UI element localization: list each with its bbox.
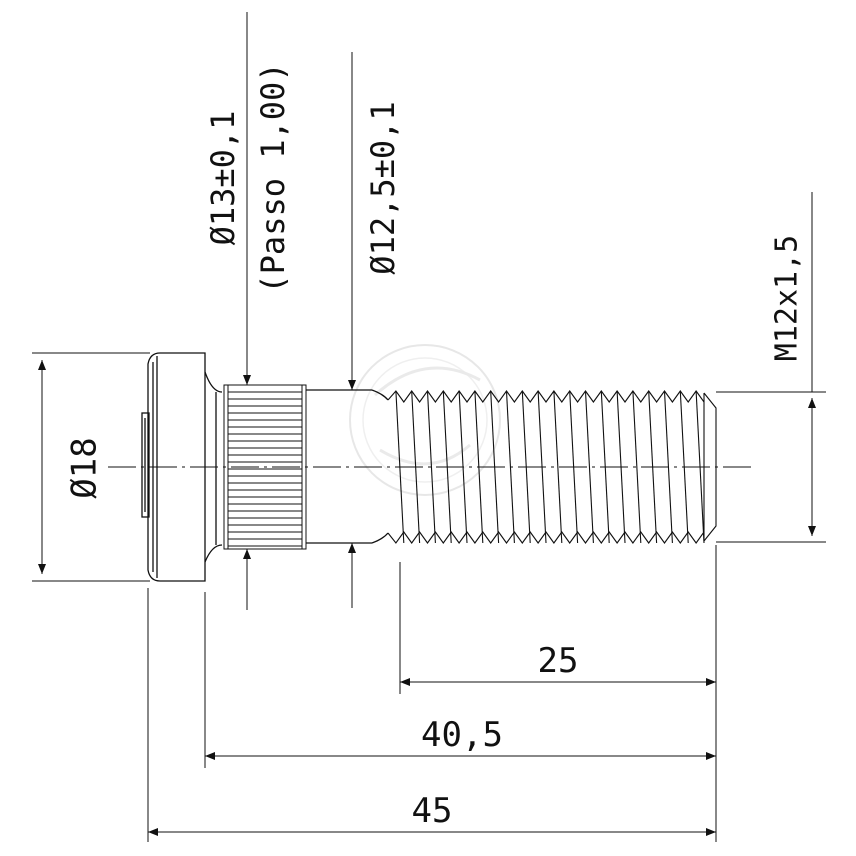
length-extension-lines bbox=[147, 545, 717, 842]
knurled-section bbox=[223, 384, 307, 550]
plain-shank bbox=[306, 389, 389, 544]
head-diameter-label: Ø18 bbox=[65, 437, 105, 498]
total-length-label: 45 bbox=[412, 791, 453, 831]
shank-length-label: 40,5 bbox=[421, 715, 503, 755]
watermark-logo bbox=[349, 344, 501, 496]
knurl-diameter-label: Ø13±0,1 bbox=[204, 111, 242, 246]
thread-length-label: 25 bbox=[538, 641, 579, 681]
knurl-pitch-label: (Passo 1,00) bbox=[254, 62, 292, 293]
thread-spec-label: M12x1,5 bbox=[770, 235, 805, 361]
neck-diameter-label: Ø12,5±0,1 bbox=[364, 101, 402, 274]
dim-thread-major bbox=[716, 192, 826, 543]
threaded-section bbox=[387, 390, 717, 544]
dim-head-diameter bbox=[32, 352, 150, 582]
bolt-head bbox=[141, 352, 206, 582]
bolt-neck bbox=[204, 371, 223, 563]
